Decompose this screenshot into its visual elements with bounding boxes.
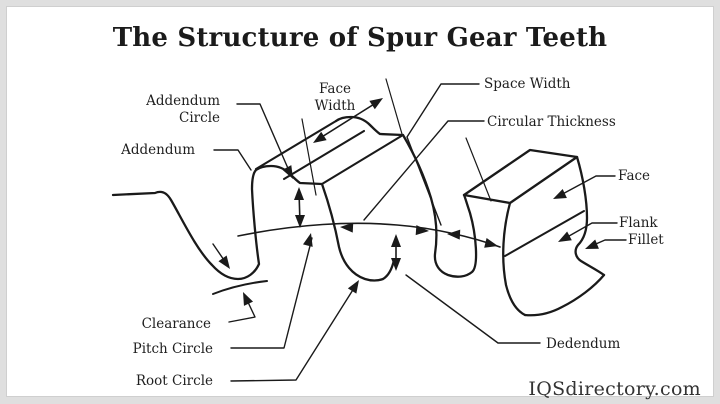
leader-dedendum <box>405 274 541 344</box>
label-space-width: Space Width <box>484 76 571 92</box>
leader-addendum-circle <box>236 103 291 174</box>
face-width-ext-right <box>385 78 403 135</box>
construction-lines <box>301 78 492 202</box>
leader-root-circle <box>230 284 357 382</box>
gear-back-profile <box>334 115 478 278</box>
leader-face <box>556 175 616 198</box>
flank-and-fillet-edge <box>574 155 606 277</box>
leader-flank <box>561 222 618 241</box>
face-width-arrow-shaft <box>316 100 380 141</box>
gear-front-profile <box>111 164 396 295</box>
gear-diagram <box>111 78 627 382</box>
right-tooth-block <box>462 148 606 317</box>
label-face-width: Face Width <box>314 81 356 114</box>
pitch-circle-arc <box>237 222 501 248</box>
diagram-card: The Structure of Spur Gear Teeth <box>6 6 714 400</box>
label-pitch-circle: Pitch Circle <box>132 341 213 357</box>
label-flank: Flank <box>619 215 658 231</box>
label-addendum-circle: Addendum Circle <box>146 93 220 126</box>
label-clearance: Clearance <box>141 316 211 332</box>
label-face: Face <box>618 168 651 184</box>
face-width-ext-left <box>301 118 317 196</box>
face-flank-divider <box>504 210 585 257</box>
label-fillet: Fillet <box>628 232 664 248</box>
valley-v <box>523 273 606 317</box>
leader-addendum <box>213 149 252 171</box>
clearance-line <box>212 280 268 295</box>
diagram-title: The Structure of Spur Gear Teeth <box>112 23 608 53</box>
leader-space-width <box>406 83 480 226</box>
leader-lines <box>212 83 627 382</box>
watermark: IQSdirectory.com <box>528 378 701 400</box>
label-circular-thickness: Circular Thickness <box>487 114 616 130</box>
label-dedendum: Dedendum <box>546 336 621 352</box>
label-root-circle: Root Circle <box>135 373 213 389</box>
leader-clearance <box>228 297 256 323</box>
leader-pitch-circle <box>230 237 313 349</box>
label-addendum: Addendum <box>121 142 195 158</box>
leader-circular-thickness <box>363 120 485 221</box>
tooth-depth-edges <box>254 119 405 186</box>
